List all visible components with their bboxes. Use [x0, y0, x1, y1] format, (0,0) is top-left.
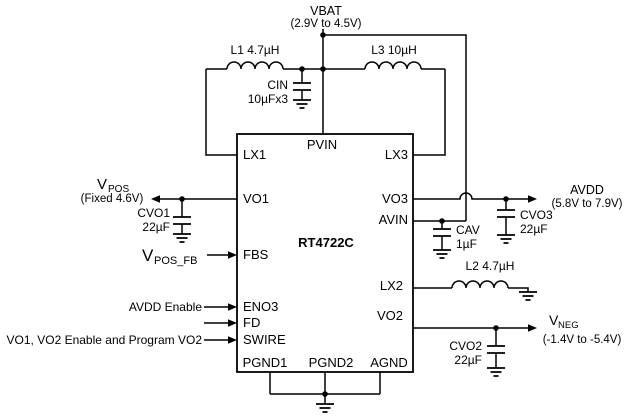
pin-fbs: FBS: [243, 247, 269, 262]
pin-agnd: AGND: [370, 355, 408, 370]
vbat-label: VBAT: [310, 4, 342, 18]
wire-vbat-to-avin: [323, 34, 467, 221]
cvo3-name: CVO3: [520, 208, 553, 222]
cav-name: CAV: [456, 223, 480, 237]
chip-body: [236, 133, 414, 373]
arrow-right-swire: [228, 336, 237, 344]
cin-name: CIN: [267, 78, 288, 92]
arrow-right-fbs: [228, 251, 237, 259]
ground-cvo1: [172, 233, 192, 243]
avdd-range: (5.8V to 7.9V): [552, 198, 623, 210]
pin-vo2: VO2: [377, 308, 403, 323]
pin-pgnd2: PGND2: [309, 355, 354, 370]
arrow-right-eno3: [228, 303, 237, 311]
arrow-right-fd: [228, 319, 237, 327]
pin-swire: SWIRE: [243, 332, 286, 347]
l2-label: L2 4.7µH: [466, 259, 515, 273]
junction-dots: [179, 32, 509, 397]
capacitor-cvo3: [496, 209, 516, 218]
arrow-left-vpos: [151, 195, 160, 203]
swire-signal-label: VO1, VO2 Enable and Program VO2: [7, 333, 203, 347]
l3-label: L3 10µH: [371, 43, 417, 57]
capacitor-cin: [292, 82, 312, 91]
cin-value: 10µFx3: [248, 92, 289, 106]
wire-lx2: [413, 287, 529, 292]
ground-cin: [292, 99, 312, 109]
pin-lx1: LX1: [243, 147, 266, 162]
arrow-right-avdd: [528, 195, 537, 203]
avdd-label: AVDD: [570, 183, 604, 197]
wire-vo3-output: [413, 192, 528, 200]
pin-fd: FD: [243, 315, 260, 330]
eno3-signal-label: AVDD Enable: [129, 300, 202, 314]
capacitor-cvo2: [486, 345, 506, 354]
vneg-subscript: NEG: [558, 320, 579, 331]
pin-vo1: VO1: [243, 191, 269, 206]
vposfb-subscript: POS_FB: [154, 255, 197, 267]
vneg-range: (-1.4V to -5.4V): [543, 334, 622, 346]
vposfb-symbol: V: [142, 246, 154, 265]
vbat-range: (2.9V to 4.5V): [291, 18, 362, 30]
ground-cvo2: [486, 367, 506, 377]
vneg-symbol: V: [549, 312, 559, 328]
cvo1-name: CVO1: [137, 206, 170, 220]
pin-lx3: LX3: [385, 147, 408, 162]
wire-lx3-loop: [413, 69, 446, 156]
cav-value: 1µF: [456, 237, 477, 251]
pin-lx2: LX2: [380, 278, 403, 293]
inductor-l2: [451, 280, 509, 289]
inductor-l1: [226, 61, 284, 70]
vpos-symbol: V: [97, 176, 107, 193]
arrow-right-vneg: [528, 324, 537, 332]
cvo2-value: 22µF: [454, 353, 482, 367]
wire-lx1-loop: [205, 69, 237, 156]
pin-pgnd1: PGND1: [243, 355, 288, 370]
ground-cav: [432, 249, 452, 259]
vpos-subscript: POS: [108, 184, 129, 195]
cvo2-name: CVO2: [449, 339, 482, 353]
wire-ground-bus: [269, 372, 381, 404]
pin-vo3: VO3: [382, 191, 408, 206]
cvo3-value: 22µF: [520, 222, 548, 236]
pin-avin: AVIN: [379, 212, 408, 227]
pin-pvin: PVIN: [307, 137, 337, 152]
pin-eno3: ENO3: [243, 299, 278, 314]
vpos-range: (Fixed 4.6V): [81, 193, 144, 205]
inductor-l3: [364, 61, 422, 70]
ground-cvo3: [496, 234, 516, 244]
cvo1-value: 22µF: [142, 220, 170, 234]
ground-l2: [518, 291, 538, 301]
capacitor-cav: [432, 228, 452, 237]
ground-main: [315, 403, 335, 413]
capacitor-cvo1: [172, 216, 192, 225]
chip-name: RT4722C: [298, 235, 354, 250]
l1-label: L1 4.7µH: [231, 43, 280, 57]
